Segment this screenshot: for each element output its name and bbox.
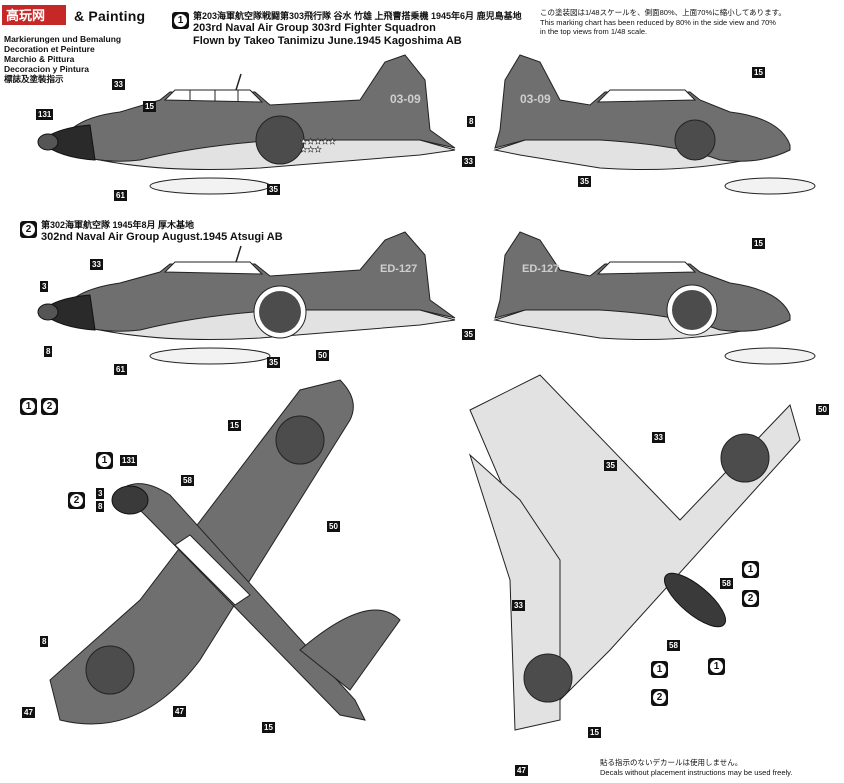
callout-15-top: 15 [228, 420, 241, 431]
callout-33: 33 [112, 79, 125, 90]
side-view-2-starboard: ED-127 [493, 231, 816, 365]
scheme2-header: 第302海軍航空隊 1945年8月 厚木基地 302nd Naval Air G… [41, 220, 283, 244]
callout-8-top: 8 [96, 501, 105, 512]
callout-50-top: 50 [327, 521, 340, 532]
callout-8-s2: 8 [44, 346, 53, 357]
bot-badge-1c: 1 [651, 661, 668, 678]
scale-note-jp: この塗装図は1/48スケールを、側面80%、上面70%に縮小してあります。 [540, 8, 786, 17]
subtitle-zh: 標誌及塗裝指示 [4, 74, 64, 84]
page-title: & Painting [74, 8, 146, 24]
callout-35b-s2: 35 [462, 329, 475, 340]
subtitle-fr: Decoration et Peinture [4, 44, 95, 54]
svg-text:高玩网: 高玩网 [6, 8, 45, 23]
callout-61-s2: 61 [114, 364, 127, 375]
side-view-1-starboard: 03-09 [493, 54, 816, 195]
callout-58-top: 58 [181, 475, 194, 486]
top-badge-2b: 2 [68, 492, 85, 509]
brand-logo: 高玩网 [2, 5, 66, 25]
callout-33b-bot: 33 [512, 600, 525, 611]
callout-35-s2: 35 [267, 357, 280, 368]
callout-15b-top: 15 [262, 722, 275, 733]
callout-50-bot: 50 [816, 404, 829, 415]
side-view-1-port: ★★★★★ ★★★ 03-09 [37, 54, 456, 195]
svg-text:★★★: ★★★ [300, 145, 322, 154]
top-view [49, 379, 401, 725]
svg-text:ED-127: ED-127 [522, 263, 559, 275]
callout-47-top: 47 [22, 707, 35, 718]
callout-3-top: 3 [96, 488, 105, 499]
scale-note: この塗装図は1/48スケールを、側面80%、上面70%に縮小してあります。 Th… [540, 8, 786, 37]
scheme1-header: 第203海軍航空隊戦闘第303飛行隊 谷水 竹雄 上飛曹搭乗機 1945年6月 … [193, 11, 522, 48]
subtitle-list: Markierungen und Bemalung Decoration et … [4, 34, 121, 84]
top-badge-1: 1 [20, 398, 37, 415]
callout-8: 8 [467, 116, 476, 127]
callout-15-s2r: 15 [752, 238, 765, 249]
scale-note-en1: This marking chart has been reduced by 8… [540, 17, 776, 27]
callout-58-bot: 58 [720, 578, 733, 589]
bottom-note-jp: 貼る指示のないデカールは使用しません。 [600, 758, 743, 767]
svg-text:★★★★★: ★★★★★ [300, 137, 336, 146]
scale-note-en2: in the top views from 1/48 scale. [540, 27, 648, 36]
callout-50: 50 [316, 350, 329, 361]
scheme2-jp: 第302海軍航空隊 1945年8月 厚木基地 [41, 220, 195, 230]
svg-text:ED-127: ED-127 [380, 263, 417, 275]
callout-131: 131 [36, 109, 54, 120]
callout-58b-bot: 58 [667, 640, 680, 651]
callout-47-bot: 47 [515, 765, 528, 776]
subtitle-it: Marchio & Pittura [4, 54, 75, 64]
svg-text:03-09: 03-09 [520, 92, 551, 106]
callout-61: 61 [114, 190, 127, 201]
scheme1-badge: 1 [172, 12, 189, 29]
scheme2-en: 302nd Naval Air Group August.1945 Atsugi… [41, 231, 283, 243]
callout-15-right: 15 [752, 67, 765, 78]
callout-131-top: 131 [120, 455, 138, 466]
top-badge-1b: 1 [96, 452, 113, 469]
subtitle-de: Markierungen und Bemalung [4, 34, 122, 44]
scheme2-badge: 2 [20, 221, 37, 238]
scheme1-en2: Flown by Takeo Tanimizu June.1945 Kagosh… [193, 35, 462, 47]
callout-35-right: 35 [578, 176, 591, 187]
bottom-note: 貼る指示のないデカールは使用しません。 Decals without place… [600, 758, 792, 777]
callout-3-s2: 3 [40, 281, 49, 292]
subtitle-es: Decoracion y Pintura [4, 64, 90, 74]
callout-15: 15 [143, 101, 156, 112]
callout-33b: 33 [462, 156, 475, 167]
callout-35: 35 [267, 184, 280, 195]
side-view-2-port: ED-127 [37, 231, 456, 365]
callout-8b-top: 8 [40, 636, 49, 647]
scheme1-jp: 第203海軍航空隊戦闘第303飛行隊 谷水 竹雄 上飛曹搭乗機 1945年6月 … [193, 11, 522, 21]
bottom-view [468, 374, 801, 731]
bottom-note-en: Decals without placement instructions ma… [600, 767, 793, 777]
bot-badge-2c: 2 [651, 689, 668, 706]
callout-33-bot: 33 [652, 432, 665, 443]
bot-badge-1b: 1 [708, 658, 725, 675]
svg-text:03-09: 03-09 [390, 92, 421, 106]
bot-badge-2: 2 [742, 590, 759, 607]
callout-15-bot: 15 [588, 727, 601, 738]
top-badge-2: 2 [41, 398, 58, 415]
scheme1-en1: 203rd Naval Air Group 303rd Fighter Squa… [193, 22, 436, 34]
callout-35-bot: 35 [604, 460, 617, 471]
callout-33-s2: 33 [90, 259, 103, 270]
callout-47b-top: 47 [173, 706, 186, 717]
bot-badge-1: 1 [742, 561, 759, 578]
